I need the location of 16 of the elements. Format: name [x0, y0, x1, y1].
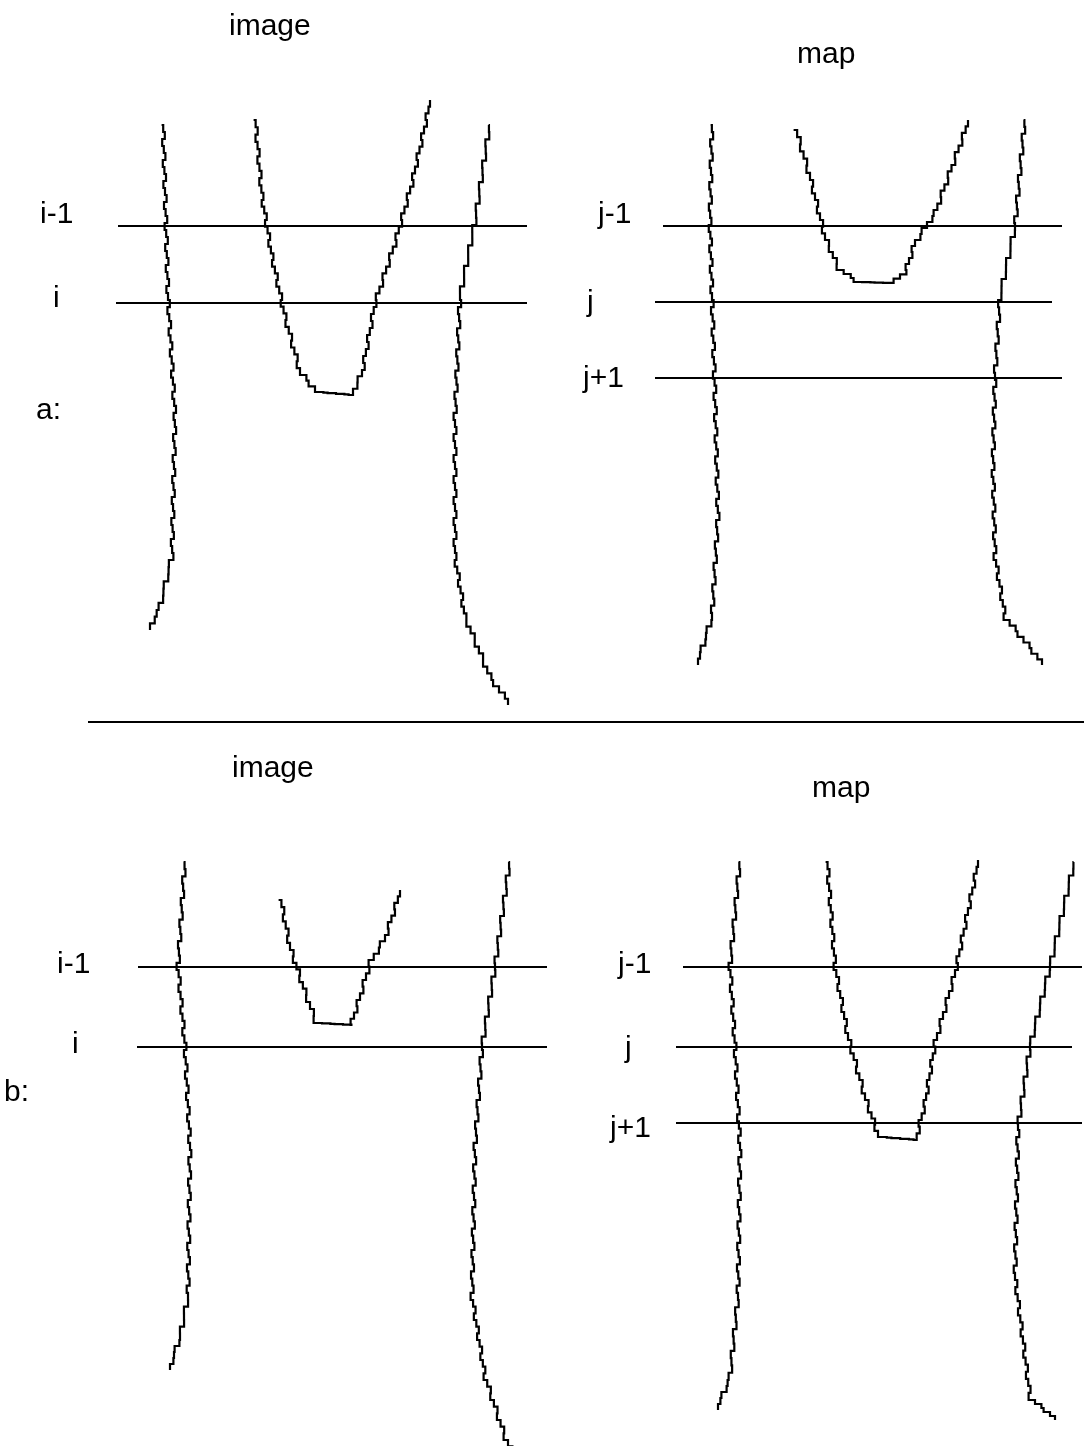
row-label: j — [625, 1030, 632, 1064]
row-label: i-1 — [57, 946, 91, 980]
row-label: j-1 — [618, 946, 652, 980]
row-label: i — [72, 1026, 79, 1060]
row-label: j+1 — [583, 360, 624, 394]
row-label: i-1 — [40, 196, 74, 230]
panel-heading: map — [812, 770, 871, 804]
panel-heading: image — [229, 8, 311, 42]
row-label: i — [53, 280, 60, 314]
row-label: j — [587, 284, 594, 318]
panel-label: b: — [4, 1074, 30, 1108]
row-label: j+1 — [610, 1110, 651, 1144]
panel-heading: map — [797, 36, 856, 70]
panel-heading: image — [232, 750, 314, 784]
row-label: j-1 — [598, 196, 632, 230]
panel-label: a: — [36, 392, 62, 426]
